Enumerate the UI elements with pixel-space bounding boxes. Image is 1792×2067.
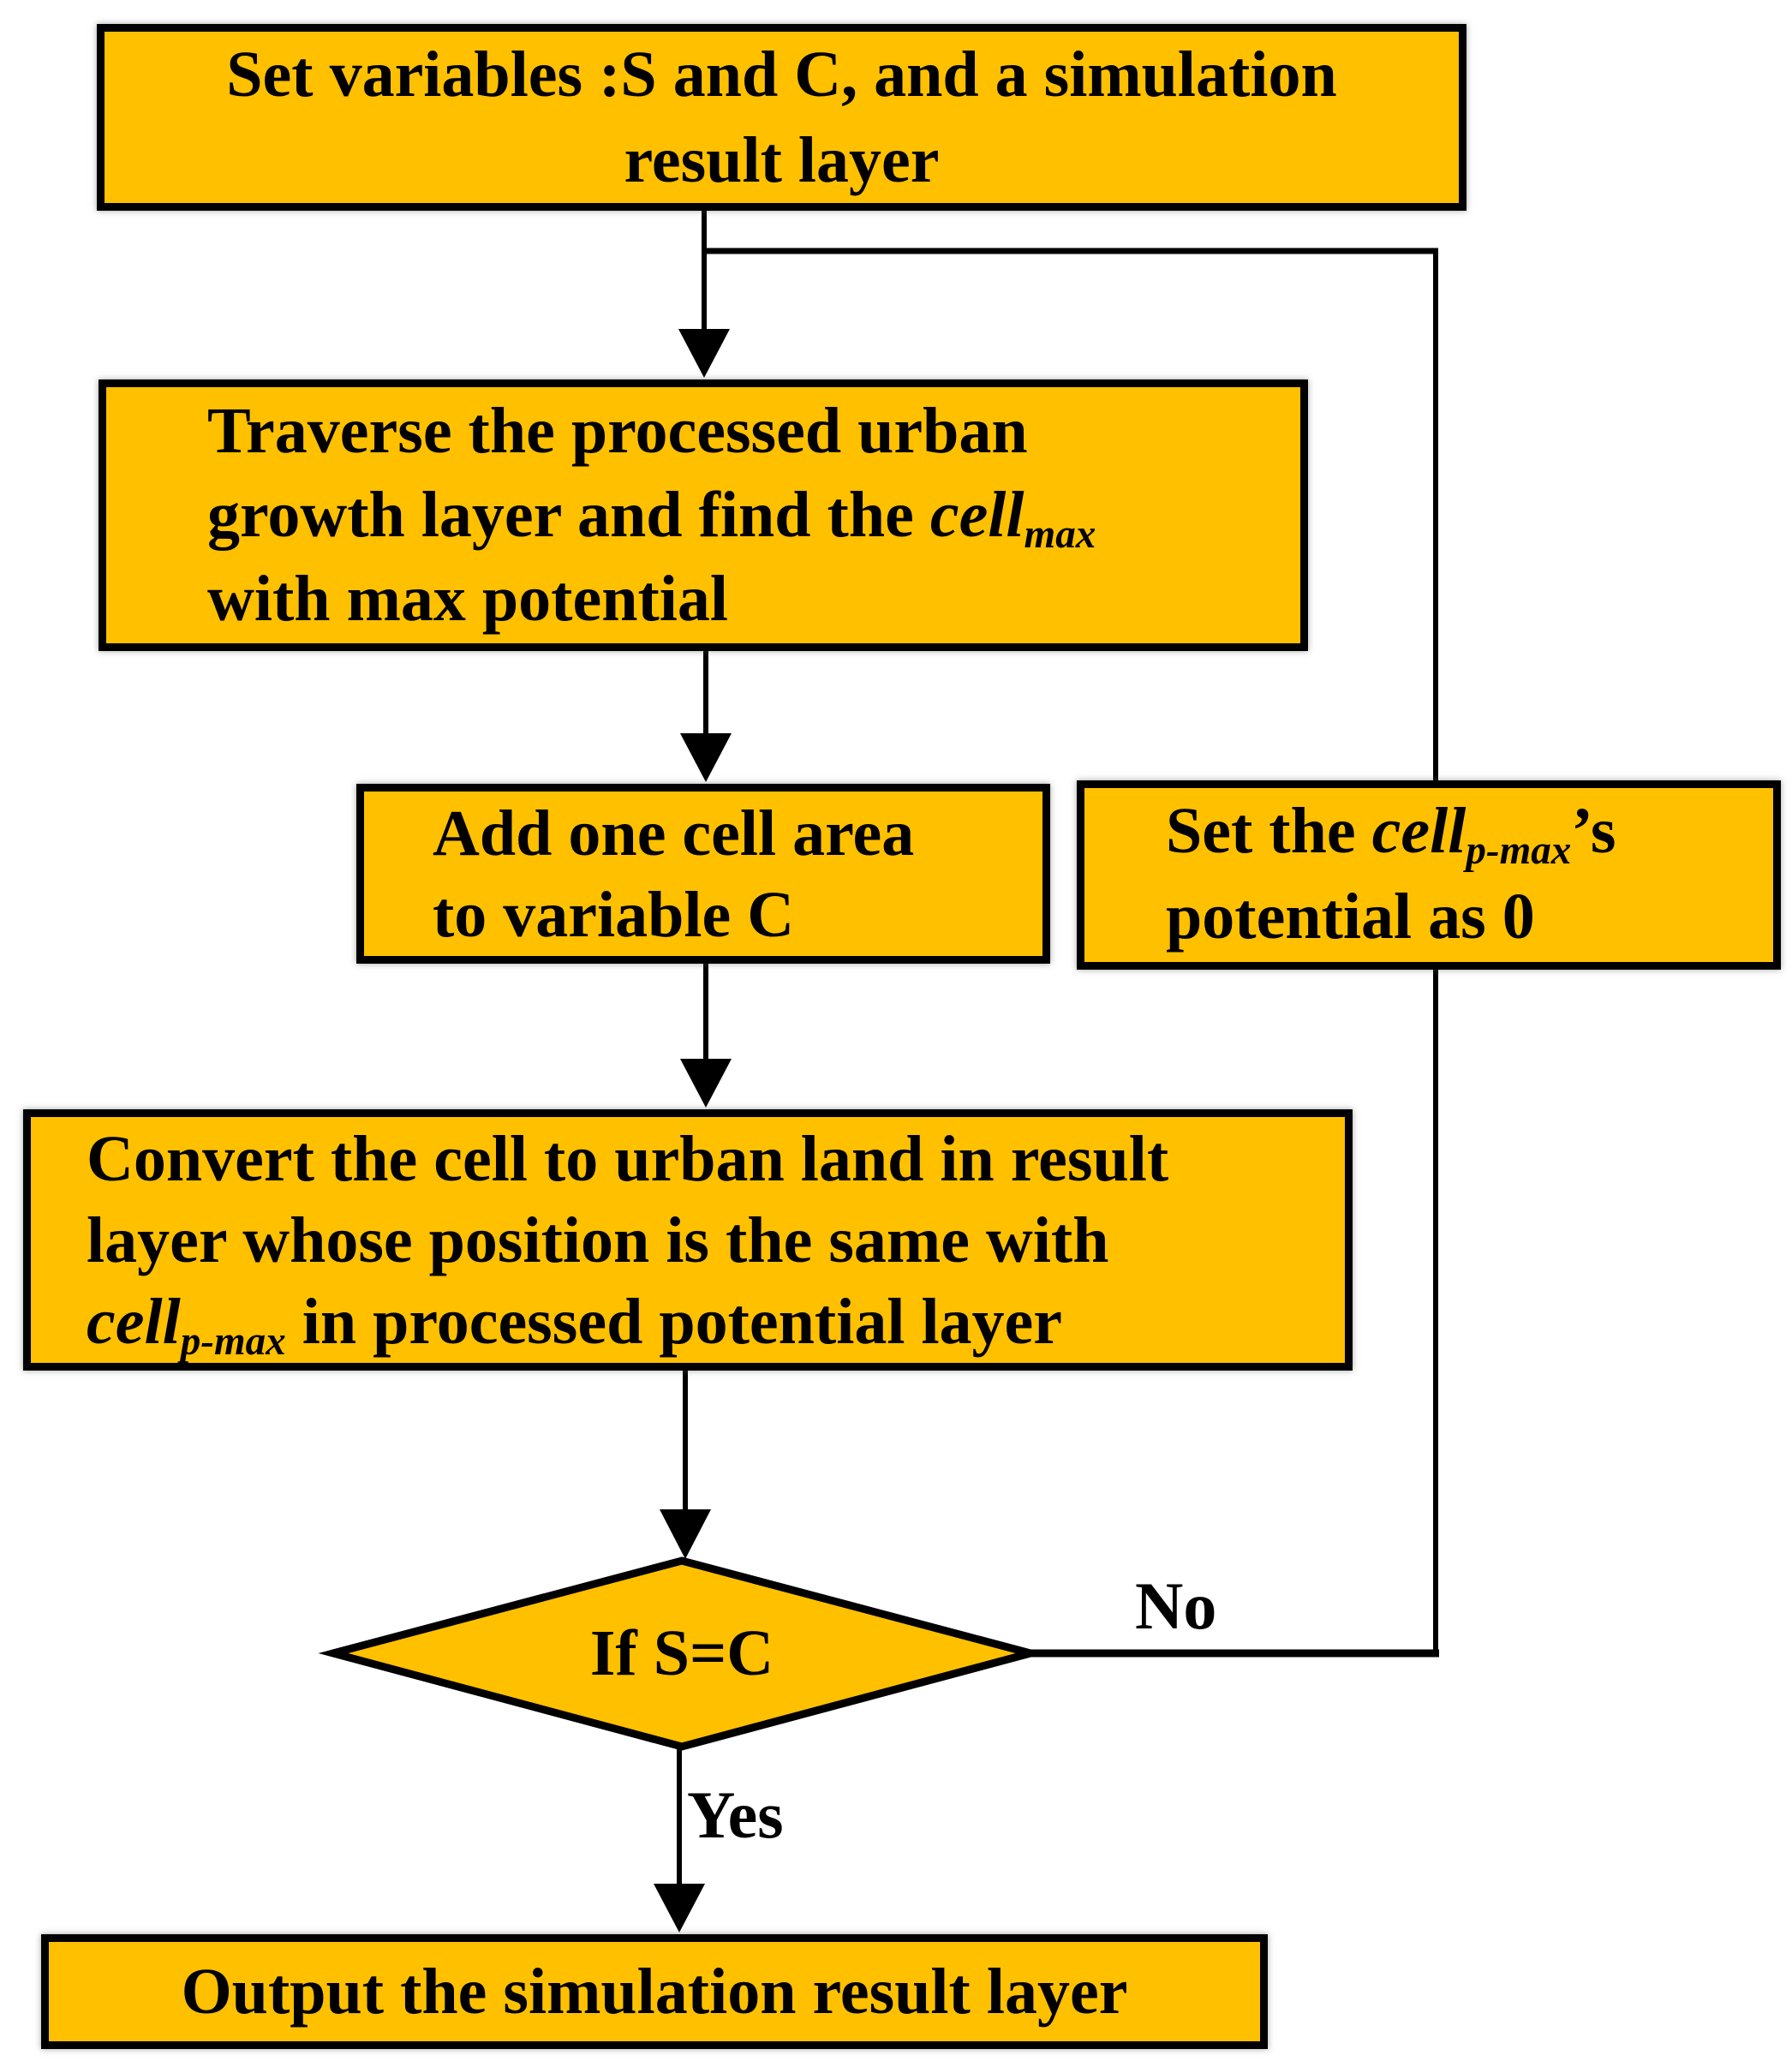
node-convert-line2: layer whose position is the same with [87,1204,1109,1276]
node-traverse-line3: with max potential [207,563,728,635]
node-convert-line3: cellp-max in processed potential layer [87,1286,1063,1365]
node-add: Add one cell area to variable C [356,784,1050,964]
edge-label-yes: Yes [687,1777,784,1852]
decision-diamond [318,1556,1046,1751]
node-traverse: Traverse the processed urban growth laye… [99,379,1308,651]
node-reset-potential: Set the cellp-max’s potential as 0 [1077,780,1781,970]
arrowhead-decision [660,1509,711,1559]
node-output: Output the simulation result layer [41,1934,1268,2049]
cell-pmax-subscript: p-max [180,1319,286,1365]
node-traverse-line1: Traverse the processed urban [207,395,1028,467]
node-start-line1: Set variables :S and C, and a simulation [226,39,1337,111]
node-reset-line1: Set the cellp-max’s [1166,795,1616,874]
arrowhead-convert [680,1059,732,1108]
node-start: Set variables :S and C, and a simulation… [97,24,1466,211]
arrowhead-output [654,1884,705,1933]
node-start-line2: result layer [624,124,940,196]
cell-pmax-subscript: p-max [1466,828,1572,874]
node-reset-line2: potential as 0 [1166,881,1535,953]
node-convert-line1: Convert the cell to urban land in result [87,1123,1169,1195]
node-output-label: Output the simulation result layer [181,1956,1128,2028]
edge-label-no: No [1135,1568,1217,1643]
cell-pmax-variable: cell [1371,795,1466,867]
cell-max-variable: cell [929,479,1024,551]
decision-label: If S=C [589,1617,774,1689]
node-add-line2: to variable C [433,879,795,951]
cell-max-subscript: max [1024,512,1096,558]
arrowhead-traverse [678,329,730,378]
cell-pmax-variable: cell [87,1286,181,1358]
node-traverse-line2: growth layer and find the cellmax [207,479,1096,558]
node-add-line1: Add one cell area [433,798,915,869]
arrowhead-add [680,733,732,782]
node-convert: Convert the cell to urban land in result… [23,1109,1353,1371]
